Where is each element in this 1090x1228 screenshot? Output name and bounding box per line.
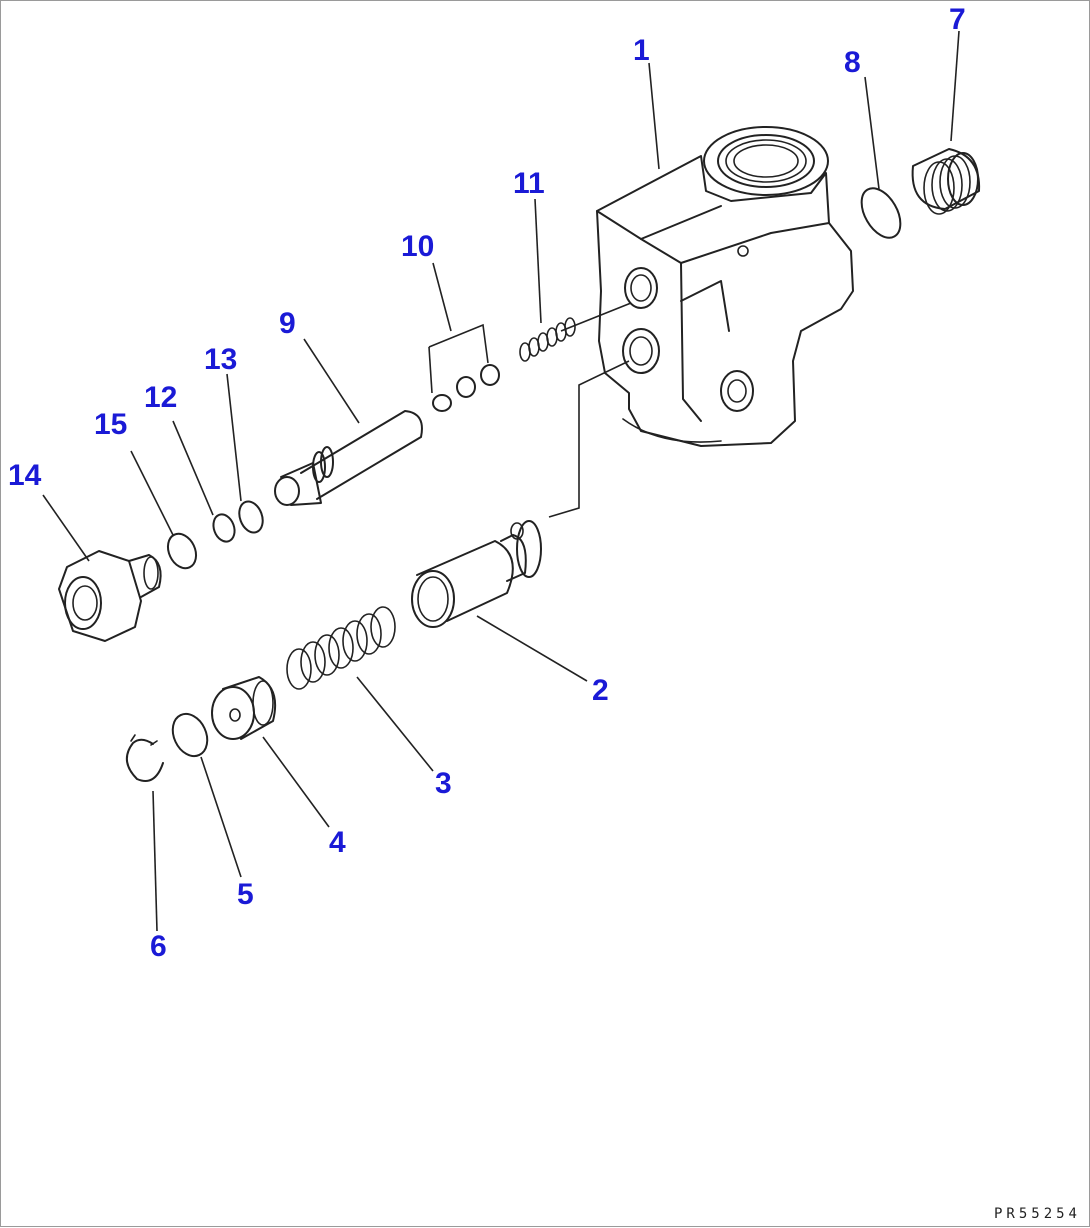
part-label-8: 8 [844, 46, 861, 79]
part-7-plug [911, 148, 981, 215]
part-3-spring [286, 606, 396, 690]
part-13-ring [238, 500, 264, 534]
part-label-11: 11 [513, 167, 545, 200]
part-6-snap-ring [126, 734, 164, 782]
part-9-spool [274, 410, 423, 506]
part-label-10: 10 [401, 230, 435, 263]
leader-lines [42, 30, 960, 932]
part-label-13: 13 [204, 343, 238, 376]
part-label-7: 7 [949, 3, 966, 36]
part-label-9: 9 [279, 307, 296, 340]
part-12-o-ring [212, 513, 236, 543]
part-8-o-ring [860, 187, 902, 239]
part-label-4: 4 [329, 826, 346, 859]
part-label-6: 6 [150, 930, 167, 963]
part-5-o-ring [171, 712, 209, 758]
part-label-12: 12 [144, 381, 178, 414]
part-label-3: 3 [435, 767, 452, 800]
part-14-plug-nut [58, 550, 162, 642]
part-15-o-ring [166, 532, 198, 570]
part-label-14: 14 [8, 459, 42, 492]
part-11-spring [519, 317, 576, 362]
part-2-sleeve [411, 520, 542, 628]
part-10-ring-set [432, 364, 500, 412]
part-label-2: 2 [592, 674, 609, 707]
part-label-1: 1 [633, 34, 650, 67]
drawing-code: PR55254 [993, 1206, 1081, 1222]
part-4-seat [211, 676, 277, 740]
part-1-valve-body [596, 126, 854, 447]
part-label-5: 5 [237, 878, 254, 911]
part-label-15: 15 [94, 408, 128, 441]
